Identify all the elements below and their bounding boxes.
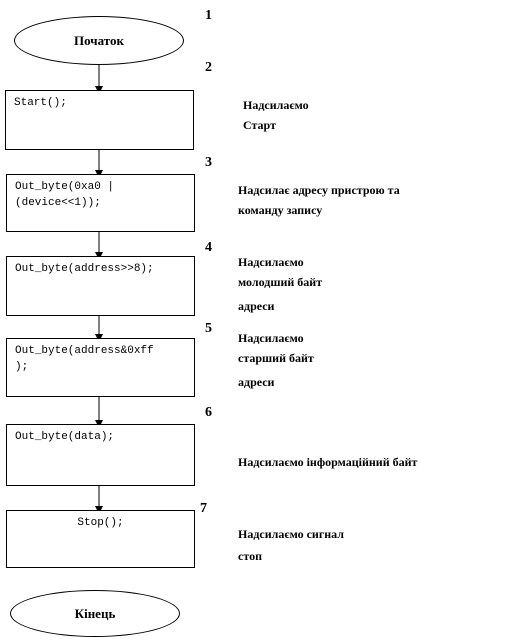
note-step3-line1: Надсилає адресу пристрою та <box>238 183 400 197</box>
process-box-send-address-low: Out_byte(address&0xff ); <box>6 338 195 397</box>
note-step7-line2: стоп <box>238 549 262 563</box>
step-number-7: 7 <box>200 501 207 516</box>
note-step2-line1: Надсилаємо <box>243 98 309 112</box>
note-step4-line1: Надсилаємо <box>238 255 304 269</box>
process-box-start: Start(); <box>5 90 194 150</box>
step-number-3: 3 <box>205 155 212 170</box>
step-number-1: 1 <box>205 8 212 23</box>
note-step2: Надсилаємо Старт <box>243 95 309 135</box>
note-step6-line1: Надсилаємо інформаційний байт <box>238 455 418 469</box>
note-step5-line2: старший байт <box>238 351 314 365</box>
note-step6: Надсилаємо інформаційний байт <box>238 452 417 472</box>
process-box-send-device-address: Out_byte(0xa0 | (device<<1)); <box>6 174 195 232</box>
step-number-4: 4 <box>205 240 212 255</box>
step-number-2: 2 <box>205 60 212 75</box>
note-step4: Надсилаємо молодший байт адреси <box>238 252 322 316</box>
note-step5-line3: адреси <box>238 375 275 389</box>
note-step3-line2: команду запису <box>238 203 323 217</box>
note-step7: Надсилаємо сигнал стоп <box>238 524 344 566</box>
note-step2-line2: Старт <box>243 118 276 132</box>
process-box-send-address-high: Out_byte(address>>8); <box>6 256 195 316</box>
note-step5-line1: Надсилаємо <box>238 331 304 345</box>
start-terminal: Початок <box>14 16 184 65</box>
process-box-stop: Stop(); <box>6 510 195 568</box>
process-box-send-data: Out_byte(data); <box>6 424 195 486</box>
end-terminal: Кінець <box>10 590 180 637</box>
note-step3: Надсилає адресу пристрою та команду запи… <box>238 180 400 220</box>
note-step4-line3: адреси <box>238 299 275 313</box>
step-number-5: 5 <box>205 321 212 336</box>
note-step5: Надсилаємо старший байт адреси <box>238 328 314 392</box>
step-number-6: 6 <box>205 405 212 420</box>
note-step4-line2: молодший байт <box>238 275 323 289</box>
note-step7-line1: Надсилаємо сигнал <box>238 527 345 541</box>
